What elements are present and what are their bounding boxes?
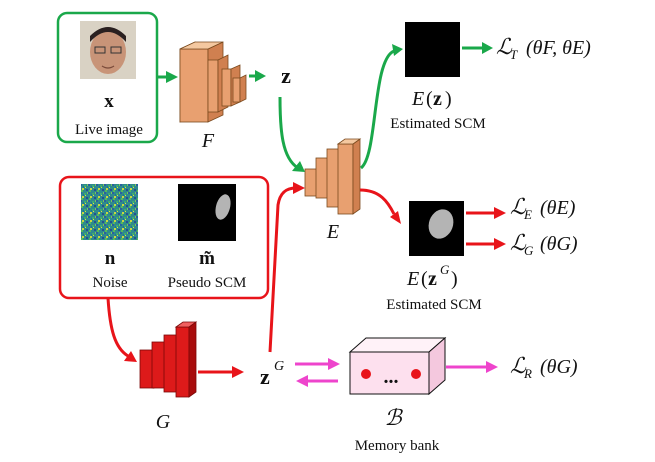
- generator-G-block: [139, 321, 198, 398]
- memory-dot-left: [361, 369, 371, 379]
- estimated-scm-image-top: [405, 22, 460, 77]
- estimator-E-block: [304, 138, 362, 215]
- loss-R: ℒ R (θG): [510, 353, 578, 381]
- svg-text:ℒ: ℒ: [510, 353, 527, 378]
- svg-text:(: (: [426, 88, 433, 110]
- arrow-E-to-SCM: [359, 49, 395, 170]
- svg-text:(θG): (θG): [540, 233, 578, 255]
- arrow-noise-to-G: [106, 297, 129, 358]
- svg-text:(θF, θE): (θF, θE): [526, 37, 591, 59]
- memory-bank-caption: Memory bank: [355, 438, 440, 454]
- loss-E: ℒ E (θE): [510, 194, 576, 222]
- arrow-E-to-SCM-G: [359, 188, 396, 215]
- arrow-z-to-E: [278, 96, 299, 170]
- svg-text:T: T: [510, 47, 518, 62]
- memory-dots: ...: [384, 366, 399, 388]
- arrows-magenta: [295, 362, 488, 383]
- svg-text:z: z: [428, 268, 437, 290]
- live-image-var: x: [104, 91, 114, 112]
- noise-caption: Noise: [93, 275, 128, 291]
- svg-text:R: R: [523, 366, 532, 381]
- noise-var: n: [105, 248, 116, 269]
- encoder-F-label: F: [201, 130, 215, 152]
- estimated-scm-label-top: E ( z ): [411, 88, 452, 110]
- arrow-zG-to-E: [268, 186, 297, 353]
- face-image: [80, 21, 136, 79]
- svg-text:): ): [451, 268, 458, 290]
- svg-text:E: E: [523, 207, 532, 222]
- svg-text:z: z: [433, 88, 442, 110]
- estimated-scm-caption-top: Estimated SCM: [390, 116, 485, 132]
- memory-bank-symbol: ℬ: [384, 405, 403, 430]
- svg-text:G: G: [440, 262, 450, 277]
- svg-text:G: G: [274, 359, 284, 374]
- estimator-E-label: E: [326, 221, 339, 243]
- live-image-box: x Live image: [56, 11, 159, 144]
- loss-G: ℒ G (θG): [510, 230, 578, 258]
- memory-bank-block: [348, 336, 447, 396]
- memory-dot-right: [411, 369, 421, 379]
- encoder-F-block: [179, 41, 247, 123]
- svg-text:E: E: [411, 88, 424, 110]
- pseudo-scm-image: [178, 184, 236, 241]
- pseudo-scm-caption: Pseudo SCM: [168, 275, 247, 291]
- svg-text:(θG): (θG): [540, 356, 578, 378]
- latent-zG-label: z G: [260, 359, 284, 389]
- svg-text:ℒ: ℒ: [496, 34, 513, 59]
- loss-T: ℒ T (θF, θE): [496, 34, 591, 62]
- generator-G-label: G: [156, 411, 171, 433]
- svg-text:z: z: [260, 364, 270, 389]
- svg-text:ℒ: ℒ: [510, 230, 527, 255]
- estimated-scm-label-bottom: E ( z G ): [406, 262, 458, 290]
- svg-text:(θE): (θE): [540, 197, 576, 219]
- live-image-caption: Live image: [75, 122, 143, 138]
- pseudo-scm-var: m̃: [199, 248, 215, 269]
- svg-text:(: (: [421, 268, 428, 290]
- noise-box: n Noise m̃ Pseudo SCM: [58, 175, 270, 300]
- svg-text:E: E: [406, 268, 419, 290]
- noise-image: [81, 184, 138, 240]
- svg-text:G: G: [524, 243, 534, 258]
- latent-z-label: z: [281, 63, 291, 88]
- estimated-scm-image-bottom: [409, 201, 464, 256]
- svg-text:): ): [445, 88, 452, 110]
- estimated-scm-caption-bottom: Estimated SCM: [386, 297, 481, 313]
- svg-text:ℒ: ℒ: [510, 194, 527, 219]
